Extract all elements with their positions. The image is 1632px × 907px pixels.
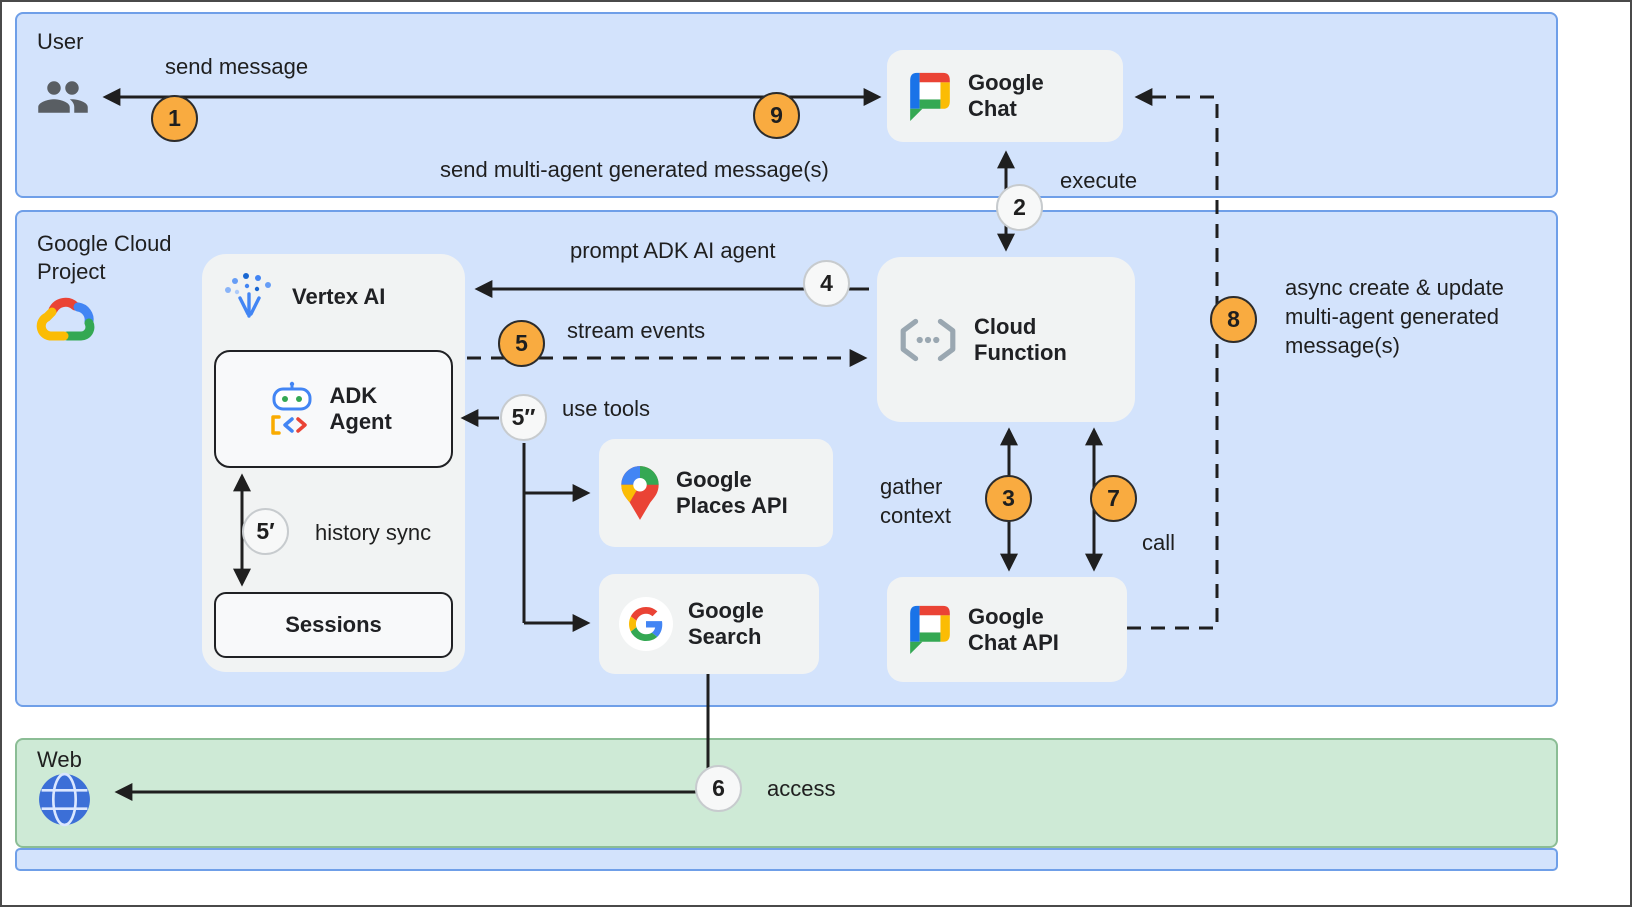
web-panel-label: Web — [37, 747, 82, 772]
google-chat-title: Google Chat — [968, 70, 1044, 121]
step-badge-5-doubleprime: 5″ — [500, 394, 547, 441]
google-chat-card: Google Chat — [887, 50, 1123, 142]
google-places-icon — [619, 464, 661, 522]
adk-agent-icon — [266, 380, 318, 438]
edge-label-send-multi-agent: send multi-agent generated message(s) — [440, 157, 829, 182]
edge-label-gather-context: gather context — [880, 474, 951, 529]
step-badge-5-prime: 5′ — [242, 508, 289, 555]
step-badge-4: 4 — [803, 260, 850, 307]
vertex-ai-icon — [222, 270, 276, 324]
bottom-strip-panel — [15, 848, 1558, 871]
sessions-box: Sessions — [214, 592, 453, 658]
google-places-card: Google Places API — [599, 439, 833, 547]
adk-agent-title: ADK Agent — [329, 383, 392, 434]
google-chat-api-card: Google Chat API — [887, 577, 1127, 682]
step-badge-5: 5 — [498, 320, 545, 367]
step-badge-9: 9 — [753, 92, 800, 139]
cloud-function-card: Cloud Function — [877, 257, 1135, 422]
step-badge-3: 3 — [985, 475, 1032, 522]
vertex-ai-title: Vertex AI — [292, 284, 386, 310]
google-search-card: Google Search — [599, 574, 819, 674]
adk-agent-box: ADK Agent — [214, 350, 453, 468]
edge-label-send-message: send message — [165, 54, 309, 79]
edge-label-execute: execute — [1060, 168, 1138, 193]
edge-label-stream-events: stream events — [567, 318, 706, 343]
edge-label-prompt-adk: prompt ADK AI agent — [570, 238, 776, 263]
google-places-title: Google Places API — [676, 467, 788, 518]
edge-label-history-sync: history sync — [315, 520, 432, 545]
edge-label-access: access — [767, 776, 836, 801]
google-search-title: Google Search — [688, 598, 764, 649]
google-chat-api-title: Google Chat API — [968, 603, 1059, 655]
edge-label-use-tools: use tools — [562, 396, 651, 421]
user-icon — [36, 70, 90, 129]
google-chat-icon — [907, 71, 953, 122]
cloud-function-icon — [897, 317, 959, 363]
google-cloud-icon — [34, 294, 98, 349]
google-search-icon — [619, 597, 673, 651]
cloud-function-title: Cloud Function — [974, 313, 1067, 365]
edge-label-async-create: async create & update multi-agent genera… — [1285, 275, 1504, 359]
step-badge-7: 7 — [1090, 475, 1137, 522]
vertex-ai-container: Vertex AI ADK Agent — [202, 254, 465, 672]
google-chat-api-icon — [907, 604, 953, 655]
google-cloud-panel-label: Google Cloud Project — [37, 231, 172, 284]
user-panel-label: User — [37, 29, 84, 54]
step-badge-2: 2 — [996, 184, 1043, 231]
step-badge-8: 8 — [1210, 296, 1257, 343]
step-badge-6: 6 — [695, 765, 742, 812]
sessions-title: Sessions — [285, 612, 382, 638]
step-badge-1: 1 — [151, 95, 198, 142]
edge-label-call: call — [1142, 530, 1176, 555]
web-globe-icon — [36, 771, 93, 833]
